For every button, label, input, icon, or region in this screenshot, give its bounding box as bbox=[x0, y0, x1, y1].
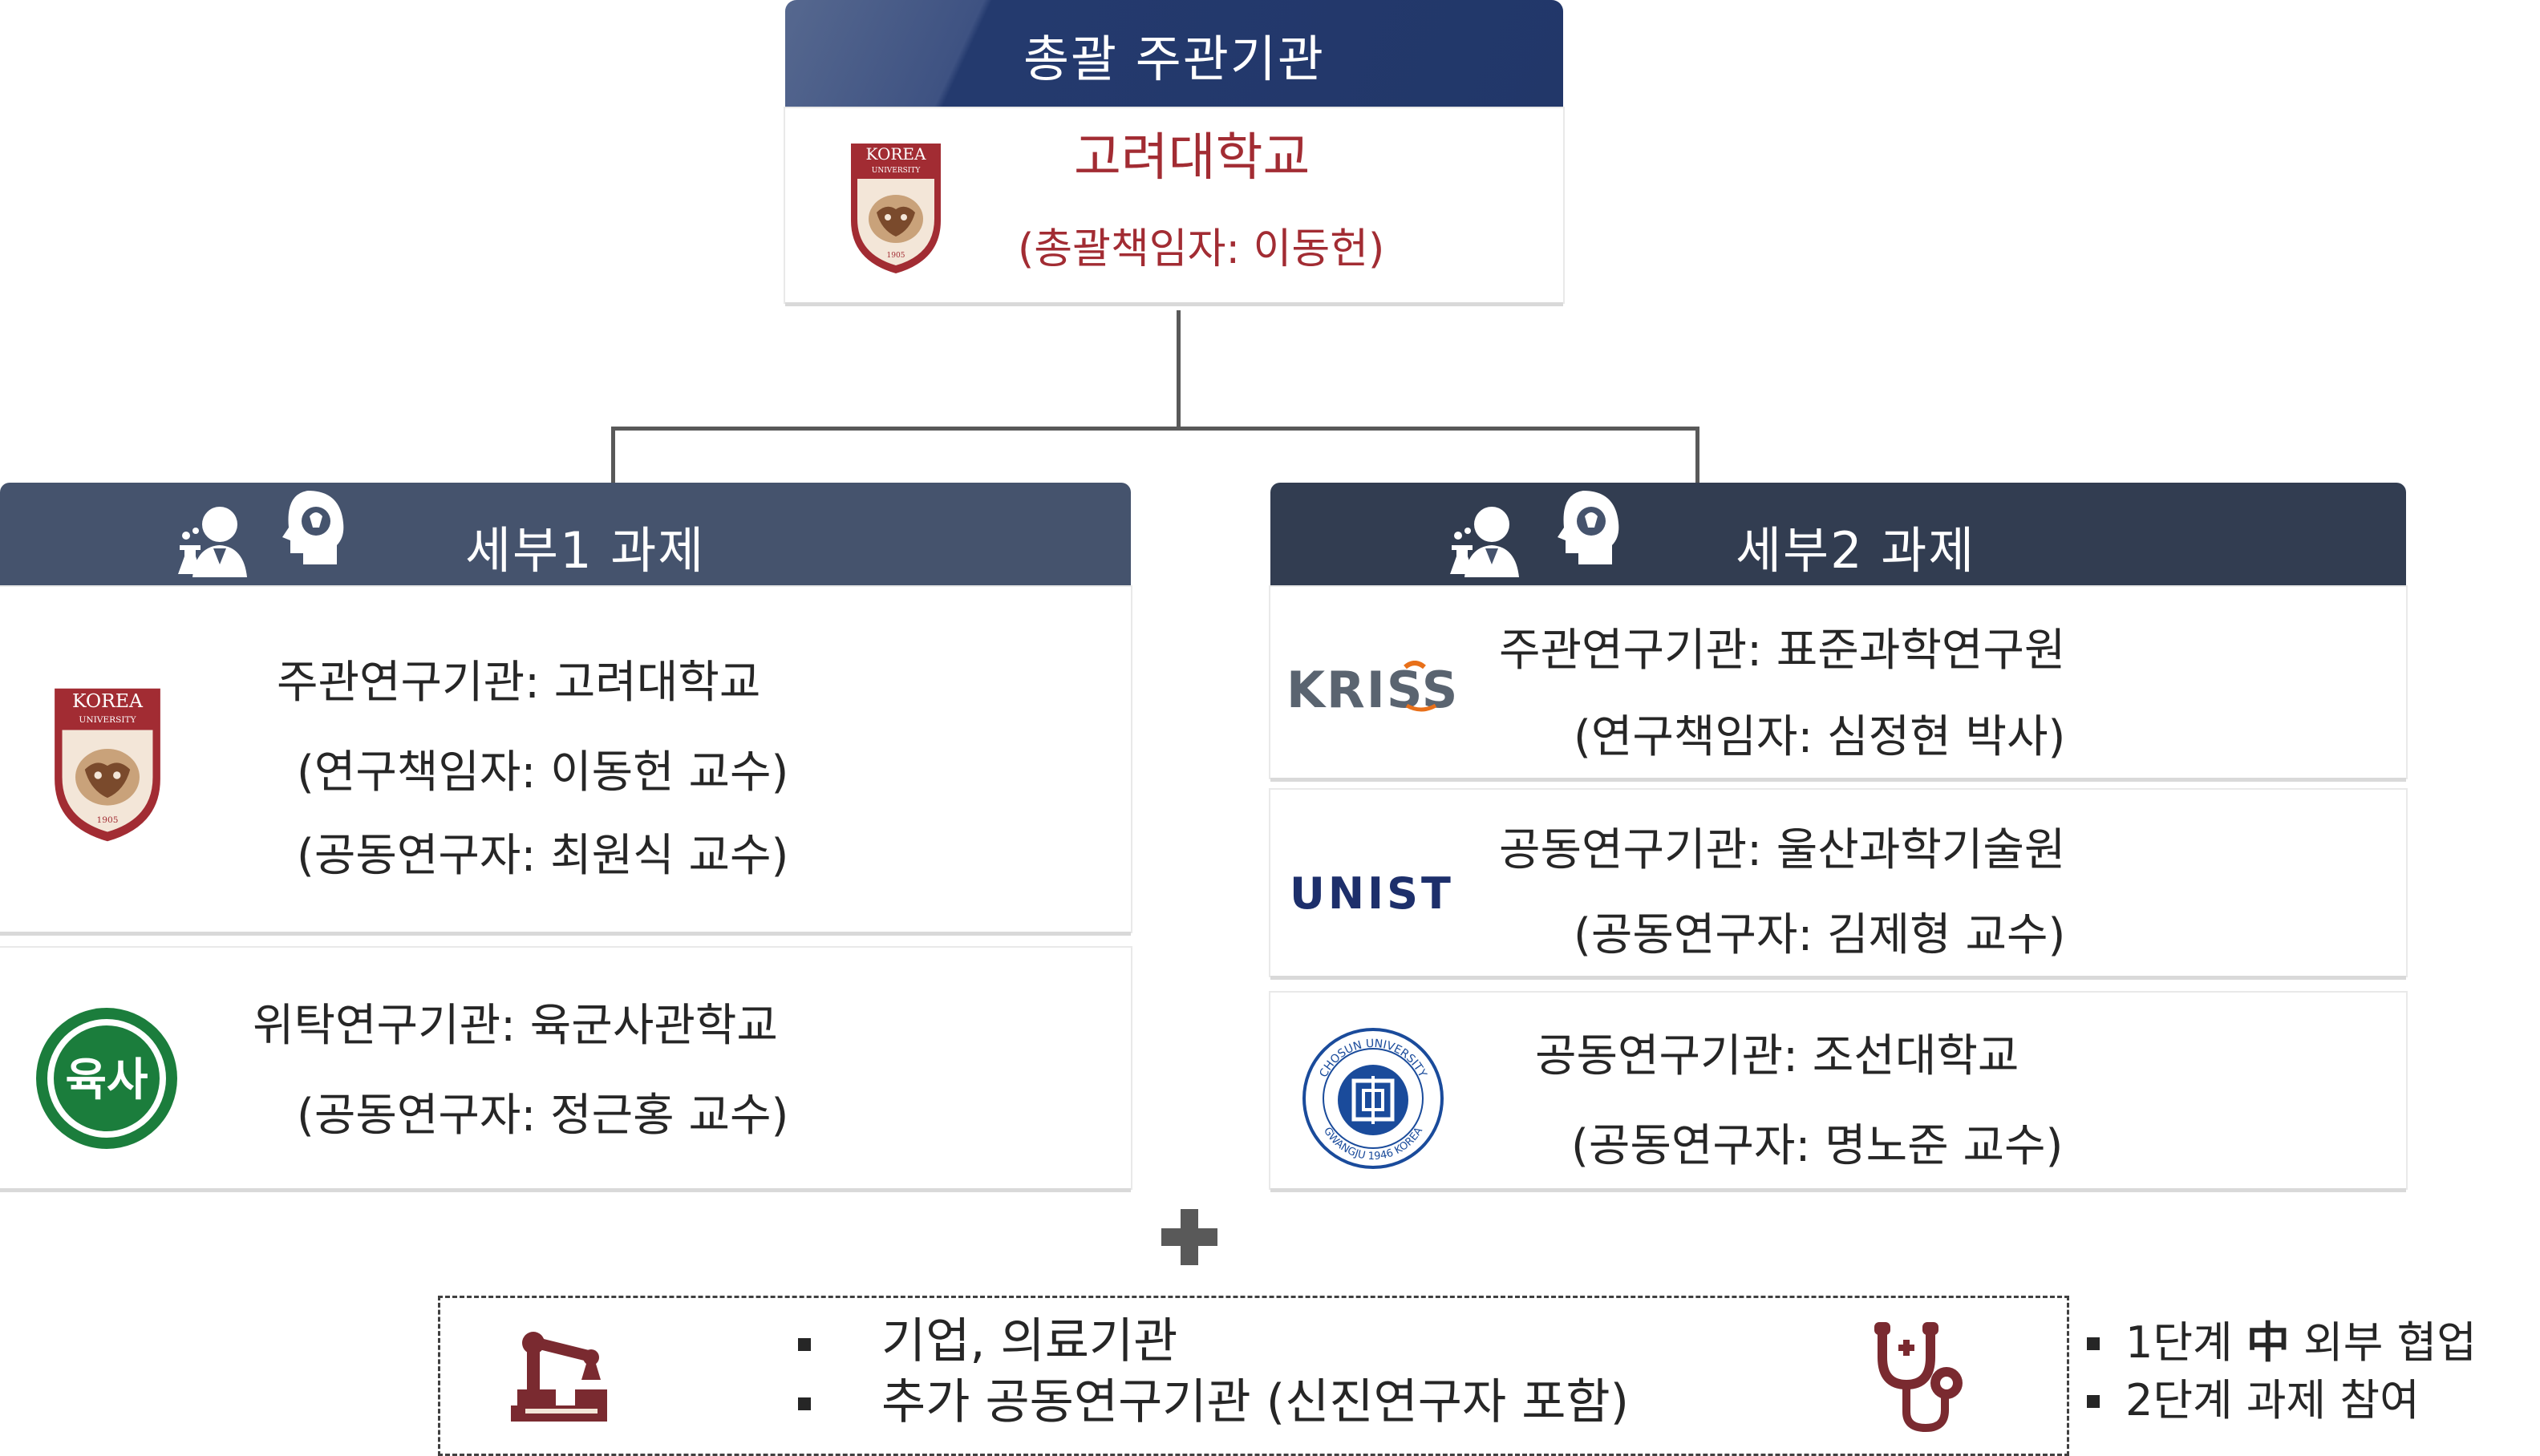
bullet-marker bbox=[798, 1338, 811, 1351]
sub2-card1-line1: 주관연구기관: 표준과학연구원 bbox=[1499, 625, 2066, 677]
scientist-icon bbox=[1450, 507, 1519, 577]
top-card: KOREA UNIVERSITY 1905 고려대학교 (총괄책임자: 이동헌) bbox=[785, 108, 1563, 302]
industrial-robot-icon bbox=[511, 1329, 615, 1425]
sub2-card3: CHOSUN UNIVERSITY GWANGJU 1946 KOREA 공동연… bbox=[1270, 993, 2406, 1188]
stethoscope-icon bbox=[1868, 1322, 1972, 1434]
side-note1: 1단계 中 외부 협업 bbox=[2125, 1321, 2477, 1365]
sub1-card1-line1: 주관연구기관: 고려대학교 bbox=[277, 657, 761, 709]
chosun-university-logo: CHOSUN UNIVERSITY GWANGJU 1946 KOREA bbox=[1301, 1026, 1445, 1171]
side-note2: 2단계 과제 참여 bbox=[2125, 1375, 2420, 1426]
top-header: 총괄 주관기관 bbox=[785, 0, 1563, 108]
side-note1-bold: 中 bbox=[2246, 1317, 2290, 1368]
plus-icon bbox=[1161, 1209, 1217, 1265]
sub2-card2: UNIST 공동연구기관: 울산과학기술원 (공동연구자: 김제형 교수) bbox=[1270, 790, 2406, 976]
sub1-header-label: 세부1 과제 bbox=[465, 521, 706, 580]
logo-subtext: UNIVERSITY bbox=[872, 167, 922, 175]
sub1-card2-line2: (공동연구자: 정근홍 교수) bbox=[297, 1090, 789, 1142]
bullet-marker bbox=[2087, 1337, 2100, 1350]
sub1-card2-line1: 위탁연구기관: 육군사관학교 bbox=[253, 1000, 778, 1052]
bullet-marker bbox=[798, 1397, 811, 1410]
brain-lightbulb-icon bbox=[1558, 491, 1619, 564]
logo-subtext: UNIVERSITY bbox=[79, 715, 136, 725]
scientist-icon bbox=[178, 507, 247, 577]
top-header-label: 총괄 주관기관 bbox=[1023, 29, 1325, 88]
sub1-card1-line2: (연구책임자: 이동헌 교수) bbox=[297, 746, 789, 799]
connector-vertical-top bbox=[1177, 310, 1181, 429]
korea-university-logo: KOREA UNIVERSITY 1905 bbox=[848, 140, 944, 277]
sub1-card1: KOREA UNIVERSITY 1905 주관연구기관: 고려대학교 (연구책… bbox=[0, 587, 1131, 932]
logo-text: KOREA bbox=[866, 144, 926, 164]
sub1-card1-line3: (공동연구자: 최원식 교수) bbox=[297, 830, 789, 882]
side-note1-prefix: 1단계 bbox=[2125, 1317, 2246, 1368]
top-institution: 고려대학교 bbox=[1074, 128, 1311, 188]
sub1-card2: 육사 위탁연구기관: 육군사관학교 (공동연구자: 정근홍 교수) bbox=[0, 948, 1131, 1188]
sub1-header: 세부1 과제 bbox=[0, 483, 1131, 587]
logo-text: 육사 bbox=[65, 1054, 148, 1106]
bullet-marker bbox=[2087, 1395, 2100, 1408]
connector-horizontal bbox=[611, 427, 1699, 431]
sub2-card1-line2: (연구책임자: 심정현 박사) bbox=[1574, 711, 2066, 763]
brain-lightbulb-icon bbox=[282, 491, 344, 564]
logo-year: 1905 bbox=[97, 815, 119, 825]
sub2-card2-line1: 공동연구기관: 울산과학기술원 bbox=[1499, 824, 2066, 876]
sub2-header-label: 세부2 과제 bbox=[1736, 521, 1976, 580]
top-organization: 총괄 주관기관 KOREA UNIVERSITY 1905 고려대학교 (총괄책… bbox=[785, 0, 1563, 309]
bottom-item2: 추가 공동연구기관 (신진연구자 포함) bbox=[881, 1374, 1630, 1430]
connector-left-drop bbox=[611, 427, 615, 483]
logo-year: 1905 bbox=[887, 252, 905, 260]
connector-right-drop bbox=[1695, 427, 1699, 483]
logo-text: KOREA bbox=[72, 690, 144, 712]
external-collaboration-box: 기업, 의료기관 추가 공동연구기관 (신진연구자 포함) bbox=[438, 1296, 2069, 1456]
bottom-item1: 기업, 의료기관 bbox=[881, 1313, 1178, 1369]
side-note1-suffix: 외부 협업 bbox=[2289, 1317, 2477, 1368]
sub2-card1: KRISS 주관연구기관: 표준과학연구원 (연구책임자: 심정현 박사) bbox=[1270, 587, 2406, 778]
sub2-card3-line1: 공동연구기관: 조선대학교 bbox=[1535, 1030, 2019, 1082]
unist-logo: UNIST bbox=[1290, 868, 1498, 919]
korea-university-logo: KOREA UNIVERSITY 1905 bbox=[48, 685, 167, 845]
sub2-header: 세부2 과제 bbox=[1270, 483, 2406, 587]
army-academy-logo: 육사 bbox=[34, 1005, 180, 1151]
sub2-card2-line2: (공동연구자: 김제형 교수) bbox=[1574, 909, 2066, 961]
top-lead: (총괄책임자: 이동헌) bbox=[1018, 225, 1385, 273]
sub2-card3-line2: (공동연구자: 명노준 교수) bbox=[1571, 1120, 2064, 1172]
logo-text: UNIST bbox=[1290, 870, 1454, 918]
kriss-logo: KRISS bbox=[1286, 661, 1487, 719]
